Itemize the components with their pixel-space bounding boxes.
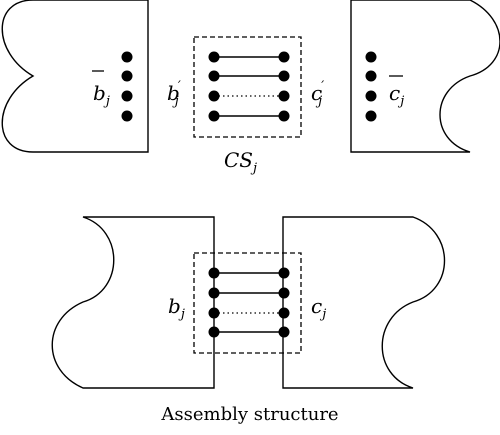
assembly-wires <box>214 272 284 333</box>
connector-wires <box>214 56 284 117</box>
right-block-bottom <box>282 216 446 389</box>
left-block-bottom <box>51 216 215 389</box>
left-block-top <box>1 0 149 153</box>
assembly-dashed-box <box>193 252 302 354</box>
b-assembly-label: bj <box>168 294 185 322</box>
c-assembly-label: cj <box>311 294 326 322</box>
assembly-caption: Assembly structure <box>160 404 338 425</box>
c-bar-label: cj <box>389 81 404 109</box>
connector-pins <box>208 51 290 122</box>
right-block-pins <box>365 51 377 122</box>
b-prime-label: b′j <box>167 79 181 109</box>
connector-dashed-box <box>193 36 302 138</box>
c-prime-label: c′j <box>311 79 324 109</box>
left-block-pins <box>121 51 133 122</box>
b-bar-label: bj <box>93 81 110 109</box>
cs-caption: CSj <box>224 148 257 176</box>
assembly-pins <box>208 267 290 338</box>
right-block-top <box>350 0 500 153</box>
